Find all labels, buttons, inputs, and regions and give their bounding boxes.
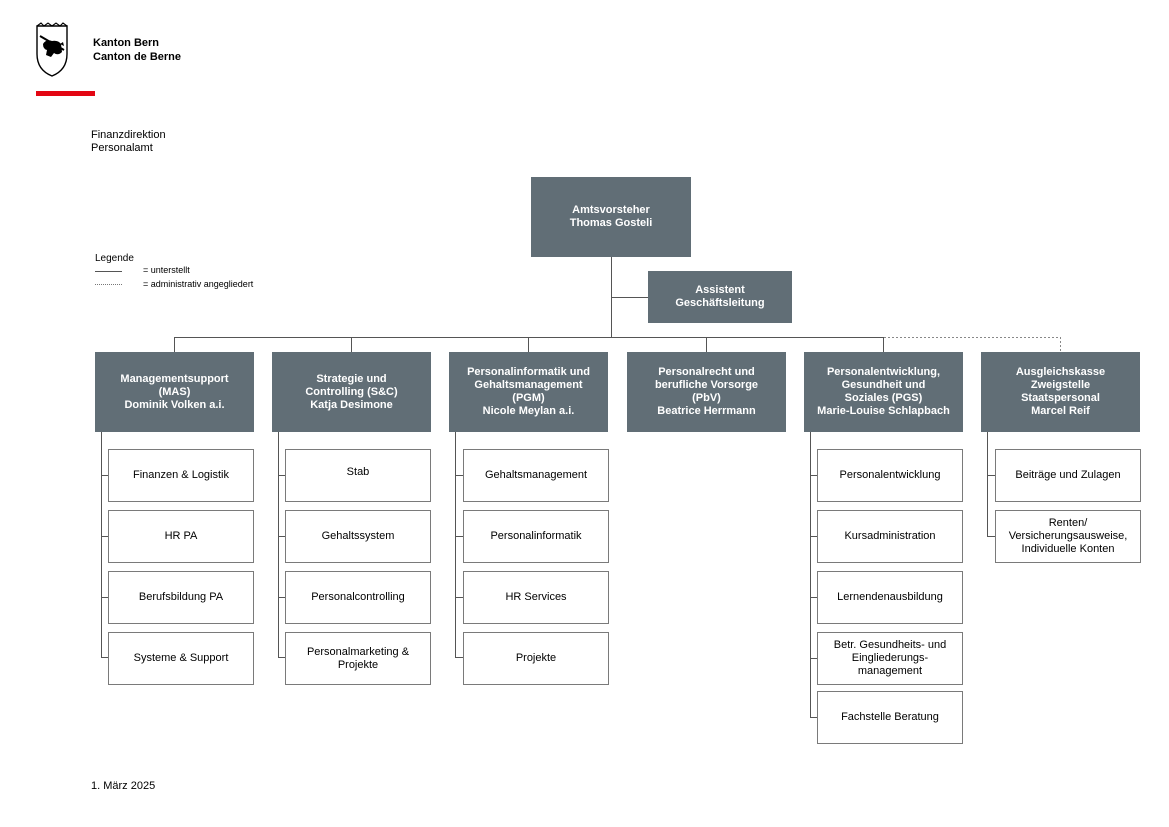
division-box-pgm: Personalinformatik und Gehaltsmanagement…: [449, 352, 608, 432]
unit-box: Gehaltsmanagement: [463, 449, 609, 502]
division-line: Personalrecht und: [658, 366, 755, 378]
division-line: Ausgleichskasse: [1015, 366, 1106, 378]
unit-box: Personalcontrolling: [285, 571, 431, 624]
unit-box: HR Services: [463, 571, 609, 624]
legend-dotted-label: = administrativ angegliedert: [143, 279, 254, 289]
unit-box: Personalinformatik: [463, 510, 609, 563]
legend-dotted-line: [95, 284, 122, 285]
assistant-line: Assistent: [695, 284, 745, 296]
division-head-name: Marcel Reif: [1031, 405, 1090, 417]
unit-box: Systeme & Support: [108, 632, 254, 685]
division-line: Staatspersonal: [1021, 392, 1100, 404]
department-name: Finanzdirektion: [91, 129, 166, 141]
assistant-line: Geschäftsleitung: [675, 297, 765, 309]
unit-box: Lernendenausbildung: [817, 571, 963, 624]
division-head-name: Marie-Louise Schlapbach: [817, 405, 950, 417]
unit-box: Personalentwicklung: [817, 449, 963, 502]
division-line: Gehaltsmanagement: [474, 379, 583, 391]
division-head-name: Katja Desimone: [310, 398, 393, 411]
division-line: Strategie und: [316, 372, 387, 385]
unit-box: Berufsbildung PA: [108, 571, 254, 624]
unit-box: Gehaltssystem: [285, 510, 431, 563]
document-date: 1. März 2025: [91, 780, 156, 792]
unit-box: HR PA: [108, 510, 254, 563]
unit-box: Personalmarketing & Projekte: [285, 632, 431, 685]
division-line: Soziales (PGS): [844, 392, 923, 404]
division-box-ausgleichskasse: Ausgleichskasse Zweigstelle Staatsperson…: [981, 352, 1140, 432]
division-line: Managementsupport: [120, 372, 229, 385]
division-box-pgs: Personalentwicklung, Gesundheit und Sozi…: [804, 352, 963, 432]
division-head-name: Beatrice Herrmann: [657, 405, 756, 417]
unit-box: Beiträge und Zulagen: [995, 449, 1141, 502]
unit-box: Renten/ Versicherungsausweise, Individue…: [995, 510, 1141, 563]
division-line: Personalinformatik und: [467, 366, 590, 378]
office-name: Personalamt: [91, 142, 153, 154]
legend-solid-line: [95, 271, 122, 272]
legend-title: Legende: [95, 253, 134, 264]
organization-name: Kanton Bern Canton de Berne: [93, 36, 181, 64]
division-line: Zweigstelle: [1030, 379, 1091, 391]
legend-solid-label: = unterstellt: [143, 265, 190, 275]
division-head-name: Dominik Volken a.i.: [124, 398, 225, 411]
assistant-box: Assistent Geschäftsleitung: [648, 271, 792, 323]
chief-title: Amtsvorsteher: [572, 204, 650, 216]
chief-name: Thomas Gosteli: [569, 217, 653, 229]
org-name-fr: Canton de Berne: [93, 51, 182, 63]
unit-box: Kursadministration: [817, 510, 963, 563]
division-line: Gesundheit und: [841, 379, 926, 391]
division-box-sc: Strategie und Controlling (S&C) Katja De…: [272, 352, 431, 432]
division-line: (PGM): [512, 392, 545, 404]
unit-box: Projekte: [463, 632, 609, 685]
unit-box: Finanzen & Logistik: [108, 449, 254, 502]
division-head-name: Nicole Meylan a.i.: [482, 405, 575, 417]
unit-box: Fachstelle Beratung: [817, 691, 963, 744]
bern-coat-of-arms-logo: [36, 22, 68, 77]
unit-box: Stab: [285, 449, 431, 502]
division-line: Controlling (S&C): [305, 385, 398, 398]
brand-accent-bar: [36, 91, 95, 96]
division-line: berufliche Vorsorge: [654, 379, 759, 391]
division-line: Personalentwicklung,: [826, 366, 941, 378]
division-box-mas: Managementsupport (MAS) Dominik Volken a…: [95, 352, 254, 432]
division-line: (PbV): [692, 392, 721, 404]
division-line: (MAS): [158, 385, 191, 398]
org-name-de: Kanton Bern: [93, 37, 159, 49]
division-box-pbv: Personalrecht und berufliche Vorsorge (P…: [627, 352, 786, 432]
chief-box: Amtsvorsteher Thomas Gosteli: [531, 177, 691, 257]
unit-box: Betr. Gesundheits- und Eingliederungs-ma…: [817, 632, 963, 685]
department-heading: Finanzdirektion Personalamt: [91, 129, 166, 155]
